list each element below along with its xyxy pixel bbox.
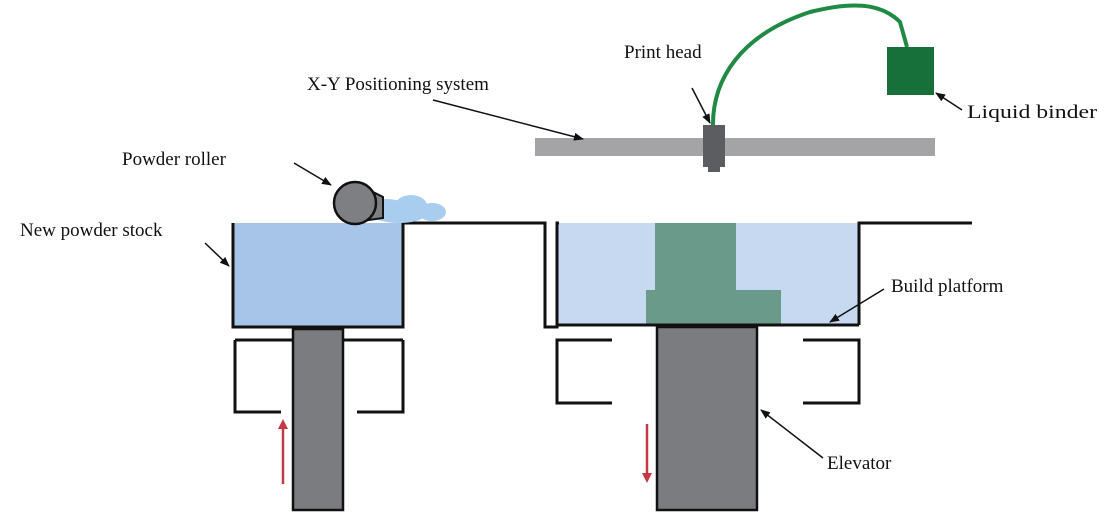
liquid-binder-label: Liquid binder bbox=[967, 102, 1098, 123]
build-lower-frame-left bbox=[555, 338, 612, 405]
build-platform-leader bbox=[829, 288, 885, 323]
powder-roller-label: Powder roller bbox=[122, 149, 227, 170]
powder-roller-leader bbox=[293, 162, 332, 186]
stock-lower-frame-right bbox=[357, 340, 405, 414]
build-chamber-wall bbox=[543, 221, 559, 329]
xy-system-label: X-Y Positioning system bbox=[307, 74, 489, 95]
printed-part bbox=[646, 223, 781, 325]
build-chamber-wall-right bbox=[857, 221, 972, 325]
new-powder-stock-leader bbox=[204, 242, 230, 267]
xy-system-leader bbox=[432, 99, 584, 141]
liquid-binder-tank bbox=[887, 47, 934, 95]
print-head-leader bbox=[691, 87, 711, 124]
new-powder-stock-fill bbox=[233, 223, 403, 327]
build-platform-label: Build platform bbox=[891, 276, 1004, 297]
print-head-nozzle bbox=[708, 163, 720, 172]
build-lower-frame-right bbox=[803, 338, 861, 405]
powder-roller bbox=[332, 180, 384, 226]
elevator-label: Elevator bbox=[827, 453, 892, 474]
binder-hose bbox=[710, 3, 909, 128]
new-powder-stock-label: New powder stock bbox=[20, 220, 163, 241]
xy-positioning-rail bbox=[535, 138, 935, 156]
build-elevator bbox=[655, 325, 759, 512]
liquid-binder-leader bbox=[935, 92, 963, 111]
print-head bbox=[703, 125, 725, 167]
stock-piston bbox=[291, 327, 345, 512]
elevator-leader bbox=[760, 409, 824, 459]
stock-lower-frame-left bbox=[233, 340, 281, 414]
print-head-label: Print head bbox=[624, 42, 702, 63]
